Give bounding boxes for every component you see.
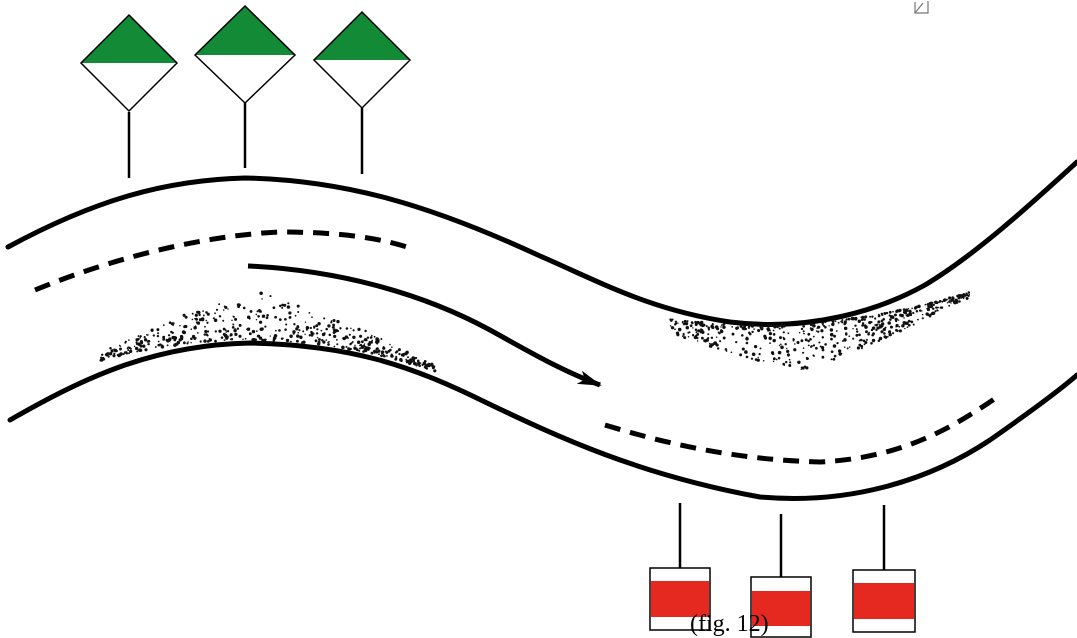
red-can-marker-2	[750, 514, 812, 638]
red-can-icon	[651, 581, 709, 617]
green-diamond-icon	[81, 15, 177, 63]
red-can-marker-3	[852, 505, 916, 633]
red-can-icon	[752, 591, 810, 626]
green-diamond-marker-2	[193, 4, 297, 168]
lower-channel-dashed-line	[604, 392, 1002, 465]
upper-channel-dashed-line	[34, 229, 411, 293]
right-shoal-stipple	[669, 291, 971, 371]
figure-caption: (fig. 12)	[690, 611, 769, 637]
page-corner-icon	[914, 1, 929, 14]
red-can-icon	[854, 583, 914, 619]
red-can-marker-1	[649, 503, 711, 631]
left-shoal-stipple	[99, 291, 437, 373]
green-diamond-marker-1	[79, 13, 179, 178]
north-bank-line	[5, 159, 1077, 327]
south-bank-line	[7, 340, 1077, 501]
green-diamond-icon	[195, 6, 295, 55]
flow-arrow-icon	[247, 263, 602, 388]
green-diamond-icon	[314, 12, 410, 60]
green-diamond-marker-3	[312, 10, 412, 174]
